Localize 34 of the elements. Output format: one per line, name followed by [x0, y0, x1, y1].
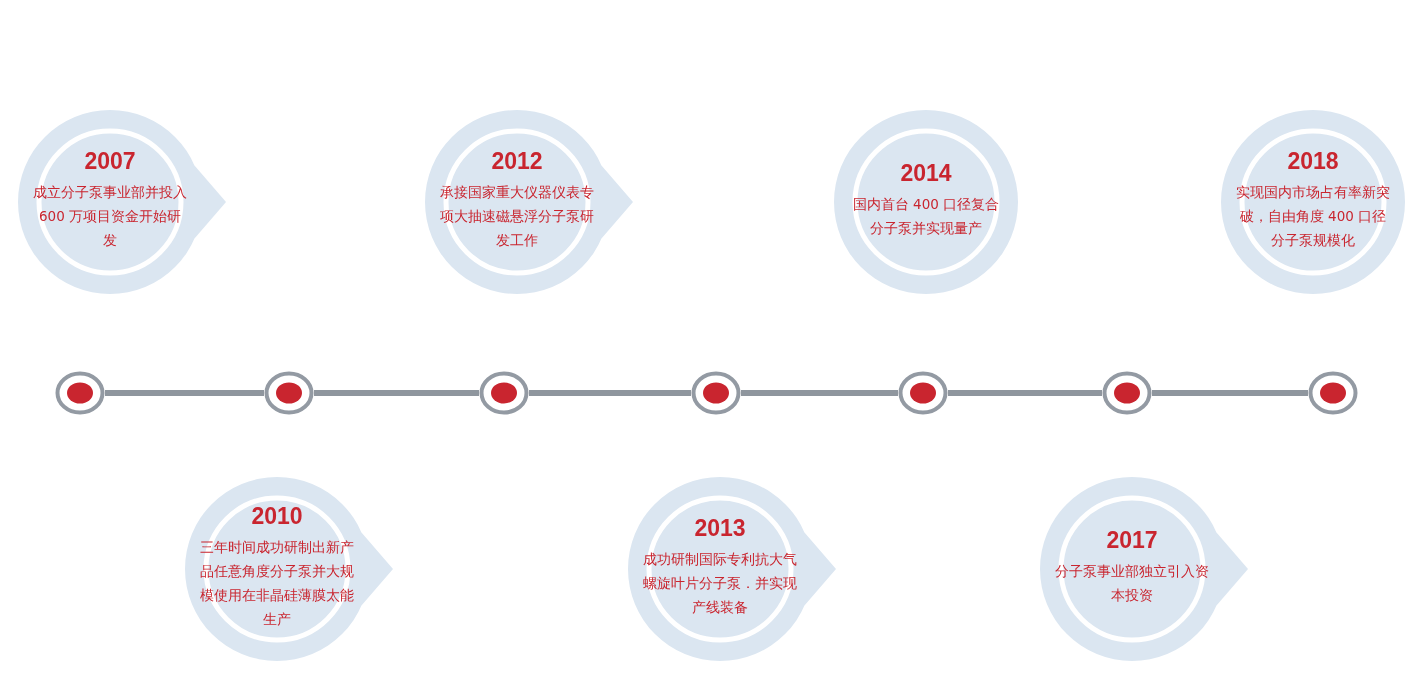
speech-bubble	[17, 109, 227, 295]
timeline-dot	[691, 371, 741, 415]
timeline-dot	[264, 371, 314, 415]
connector-line	[105, 390, 264, 396]
event-description: 实现国内市场占有率新突破，自由角度 400 口径分子泵规模化	[1235, 183, 1391, 250]
connector-line	[948, 390, 1102, 396]
event-description: 成功研制国际专利抗大气螺旋叶片分子泵．并实现产线装备	[642, 550, 798, 617]
year-label: 2014	[900, 160, 952, 186]
connector-line	[529, 390, 691, 396]
speech-bubble	[1039, 476, 1249, 662]
timeline-dot	[898, 371, 948, 415]
speech-bubble	[627, 476, 837, 662]
event-description: 承接国家重大仪器仪表专项大抽速磁悬浮分子泵研发工作	[439, 183, 595, 250]
timeline-dot	[1308, 371, 1358, 415]
event-circle	[1220, 109, 1406, 295]
timeline-dot	[55, 371, 105, 415]
year-label: 2018	[1287, 148, 1339, 174]
year-label: 2007	[84, 148, 136, 174]
event-description: 成立分子泵事业部并投入 600 万项目资金开始研发	[32, 183, 188, 250]
speech-bubble	[424, 109, 634, 295]
timeline-dot	[1102, 371, 1152, 415]
event-description: 分子泵事业部独立引入资本投资	[1054, 562, 1210, 605]
event-description: 国内首台 400 口径复合分子泵并实现量产	[851, 195, 1001, 238]
event-circle	[833, 109, 1019, 295]
year-label: 2010	[251, 503, 303, 529]
event-description: 三年时间成功研制出新产品任意角度分子泵并大规模使用在非晶硅薄膜太能生产	[199, 538, 355, 629]
year-label: 2012	[491, 148, 543, 174]
speech-bubble	[184, 476, 394, 662]
connector-line	[1152, 390, 1308, 396]
connector-line	[314, 390, 479, 396]
year-label: 2013	[694, 515, 746, 541]
connector-line	[741, 390, 898, 396]
timeline-dot	[479, 371, 529, 415]
year-label: 2017	[1106, 527, 1158, 553]
